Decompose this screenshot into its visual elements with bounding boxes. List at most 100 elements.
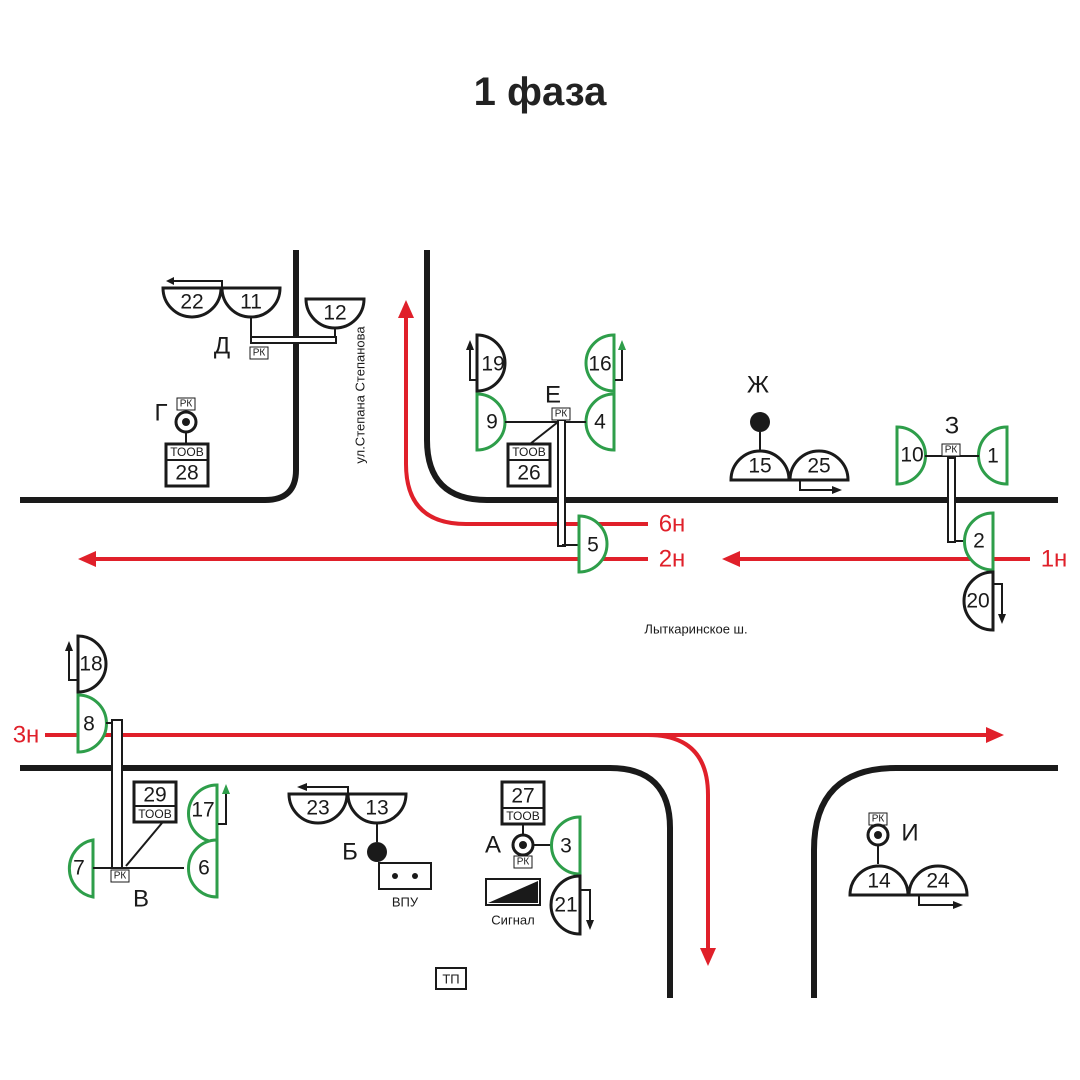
signal-10 [895,425,927,486]
signal-8 [76,693,108,754]
signal-23-number: 23 [306,797,329,820]
rk-label-v: РК [114,871,127,882]
post-v: 18 8 7 17 6 РК 29 ТООВ В [65,634,230,913]
signal-sign-label: Сигнал [491,913,534,928]
post-zh: Ж 15 25 [729,372,850,494]
road-edge-ne [424,250,1058,503]
signal-25 [788,449,850,482]
rk-box-e [551,407,571,421]
toov-28 [164,442,210,488]
flow-6n-line [404,318,648,526]
post-label-e: Е [545,382,561,409]
signal-14-number: 14 [867,870,891,893]
signal-13-number: 13 [365,797,388,820]
signal-3-number: 3 [560,835,572,858]
road-edges [20,250,1058,998]
post-b: 23 13 Б ВПУ [287,783,432,910]
signal-22-number: 22 [180,291,203,314]
signal-18-number: 18 [79,653,102,676]
signal-19-number: 19 [481,353,504,376]
signal-7-number: 7 [73,857,85,880]
signal-1 [977,425,1009,486]
signal-11 [220,286,282,319]
signal-11-number: 11 [240,291,262,314]
signal-16-number: 16 [588,353,611,376]
signal-23 [287,792,349,825]
mast-arm-d [250,336,337,344]
signal-8-number: 8 [83,713,95,736]
signal-4 [584,392,616,452]
signal-22 [161,286,223,319]
signal-3 [550,815,582,876]
mast-v [111,719,123,869]
rk-label-i: РК [872,814,885,825]
signal-24-number: 24 [926,870,950,893]
signal-19 [475,333,507,393]
post-label-a: А [485,832,501,859]
flow-3n-arrowhead [986,727,1004,743]
mast-z [947,457,956,543]
toov-26-number: 26 [517,462,540,485]
toov-27 [500,780,546,826]
road-edge-sw [20,765,673,998]
toov-29-label: ТООВ [138,807,171,821]
signal-12-number: 12 [323,302,346,325]
signal-5-number: 5 [587,534,599,557]
signal-15-number: 15 [748,455,771,478]
rk-box-g [176,397,196,411]
push-button-zh-icon [750,412,770,432]
flow-3n-turn [647,733,710,948]
toov-29 [132,780,178,824]
post-label-v: В [133,886,149,913]
vpu-label: ВПУ [392,895,419,910]
post-i: РК И 14 24 [848,812,969,909]
signal-24 [907,864,969,897]
flow-2n-label: 2н [659,546,686,573]
rk-box-z [941,443,961,457]
signal-9-number: 9 [486,411,498,434]
post-z: З 10 1 РК 2 20 [895,413,1009,632]
signal-20-number: 20 [966,590,989,613]
post-label-zh: Ж [747,372,769,399]
post-g: РК ТООВ 28 Г [155,397,210,488]
post-label-d: Д [214,333,230,360]
road-edge-se [811,765,1058,998]
rk-label-g: РК [180,399,193,410]
page-title: 1 фаза [473,70,607,114]
signal-17-number: 17 [191,799,214,822]
signal-13 [346,792,408,825]
rk-label-d: РК [253,348,266,359]
signal-6 [187,838,219,899]
signal-12 [304,297,366,330]
vpu-panel [378,862,432,890]
signal-7 [67,838,95,899]
signal-6-number: 6 [198,857,210,880]
mast-e [557,419,566,547]
toov-28-label: ТООВ [170,445,203,459]
toov-26 [506,442,552,488]
post-a: 27 ТООВ РК А 3 21 Сигнал [485,780,594,936]
post-d: 22 11 12 РК Д [161,277,366,360]
push-button-b-icon [367,842,387,862]
post-label-g: Г [155,400,168,427]
signal-20 [962,570,995,632]
tp-label: ТП [442,972,459,987]
rk-label-a: РК [517,857,530,868]
signal-25-number: 25 [807,455,830,478]
tp-box: ТП [435,967,467,990]
flow-3n-label: 3н [13,722,40,749]
flow-1n-arrowhead [722,551,740,567]
rk-label-e: РК [555,409,568,420]
signal-1-number: 1 [987,445,999,468]
signal-4-number: 4 [594,411,606,434]
signal-14 [848,864,910,897]
toov-29-number: 29 [143,784,166,807]
signal-10-number: 10 [900,444,923,467]
signal-2 [963,511,995,572]
flow-2n-arrowhead [78,551,96,567]
flow-3n-turn-arrowhead [700,948,716,966]
signal-9 [475,392,507,452]
signal-5 [577,514,609,574]
road-edge-nw [20,250,299,503]
